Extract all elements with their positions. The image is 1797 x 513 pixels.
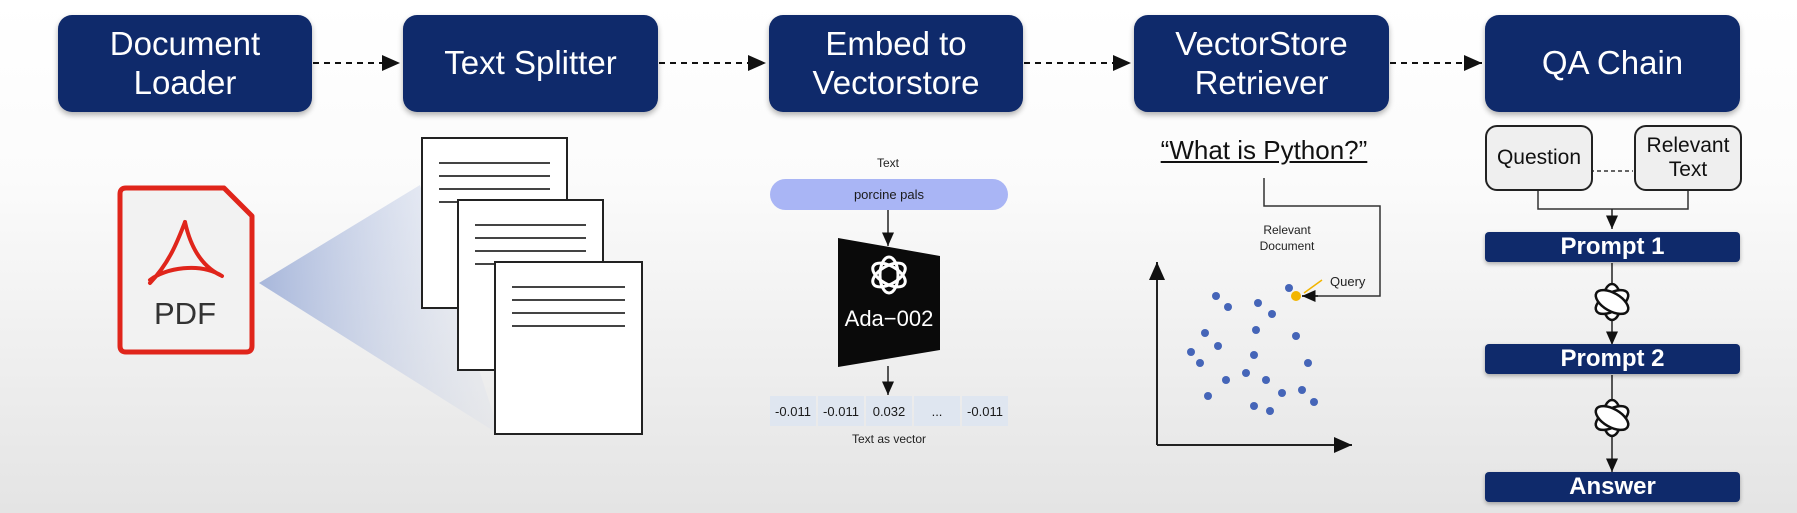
- prompt-2-step: Prompt 2: [1485, 344, 1740, 374]
- step-document-loader: Document Loader: [58, 15, 312, 112]
- query-point: [1291, 291, 1301, 301]
- query-pointer: [1303, 279, 1323, 294]
- vector-cell: -0.011: [962, 396, 1008, 426]
- openai-logo-icon: [1594, 398, 1630, 438]
- query-text: “What is Python?”: [1160, 135, 1368, 165]
- embedding-scatter: [1187, 284, 1318, 415]
- answer-step: Answer: [1485, 472, 1740, 502]
- qa-merge-lines: [1537, 189, 1689, 210]
- step-embed-to-vectorstore: Embed to Vectorstore: [769, 15, 1023, 112]
- openai-logo-icon: [1594, 282, 1630, 322]
- prompt-1-step: Prompt 1: [1485, 232, 1740, 262]
- openai-logo-icon: [871, 255, 907, 295]
- vector-cell: -0.011: [818, 396, 864, 426]
- question-box: Question: [1485, 125, 1593, 191]
- ada-model-block: [838, 238, 940, 367]
- pdf-icon: [117, 185, 255, 355]
- step-text-splitter: Text Splitter: [403, 15, 658, 112]
- relevant-document-label: Relevant Document: [1259, 223, 1315, 254]
- step-qa-chain: QA Chain: [1485, 15, 1740, 112]
- model-label: Ada−002: [844, 306, 934, 331]
- document-page-icon: [494, 261, 643, 435]
- vector-cell: 0.032: [866, 396, 912, 426]
- query-connector: [1263, 178, 1381, 297]
- relevant-text-box: Relevant Text: [1634, 125, 1742, 191]
- vector-cell: ...: [914, 396, 960, 426]
- embed-input-text: porcine pals: [770, 179, 1008, 210]
- vector-cell: -0.011: [770, 396, 816, 426]
- query-label: Query: [1330, 274, 1366, 289]
- pdf-label: PDF: [154, 296, 216, 331]
- step-vectorstore-retriever: VectorStore Retriever: [1134, 15, 1389, 112]
- embed-text-label: Text: [876, 156, 899, 170]
- vector-label: Text as vector: [851, 432, 927, 446]
